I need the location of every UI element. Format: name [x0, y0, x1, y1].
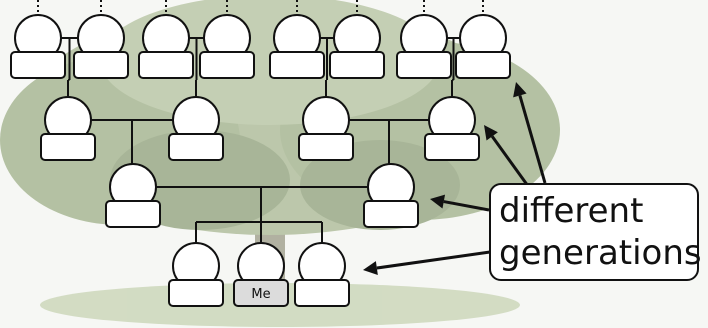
person-icon — [269, 14, 325, 79]
person-icon — [105, 163, 161, 228]
callout-arrows — [363, 82, 547, 275]
person-icon — [424, 96, 480, 161]
name-label-box — [298, 133, 354, 161]
name-label-box — [396, 51, 452, 79]
name-label-box — [424, 133, 480, 161]
person-icon — [199, 14, 255, 79]
callout-line-2: generations — [499, 233, 702, 273]
name-label-box — [168, 133, 224, 161]
person-icon — [294, 242, 350, 307]
person-icon: Me — [233, 242, 289, 307]
name-label-box — [10, 51, 66, 79]
arrow-icon — [513, 82, 547, 184]
person-icon — [73, 14, 129, 79]
generations-callout: different generations — [489, 183, 702, 281]
person-icon — [10, 14, 66, 79]
person-icon — [40, 96, 96, 161]
person-icon — [396, 14, 452, 79]
name-label-box — [363, 200, 419, 228]
arrow-icon — [484, 125, 530, 187]
person-icon — [363, 163, 419, 228]
person-icon — [168, 96, 224, 161]
name-label-box — [294, 279, 350, 307]
arrow-icon — [430, 194, 490, 212]
person-icon — [329, 14, 385, 79]
name-label-box — [73, 51, 129, 79]
name-label-box — [105, 200, 161, 228]
person-icon — [168, 242, 224, 307]
name-label-box — [40, 133, 96, 161]
callout-line-1: different — [499, 191, 644, 231]
person-icon — [298, 96, 354, 161]
name-label-box — [168, 279, 224, 307]
name-label-box — [455, 51, 511, 79]
arrow-icon — [363, 250, 491, 275]
tree-connectors — [37, 0, 484, 243]
person-icon — [138, 14, 194, 79]
person-icon — [455, 14, 511, 79]
tree-nodes: Me — [10, 14, 511, 307]
name-label-box — [329, 51, 385, 79]
name-label-box — [233, 279, 289, 307]
name-label-box — [269, 51, 325, 79]
name-label-box — [199, 51, 255, 79]
name-label-box — [138, 51, 194, 79]
me-label: Me — [251, 287, 270, 302]
